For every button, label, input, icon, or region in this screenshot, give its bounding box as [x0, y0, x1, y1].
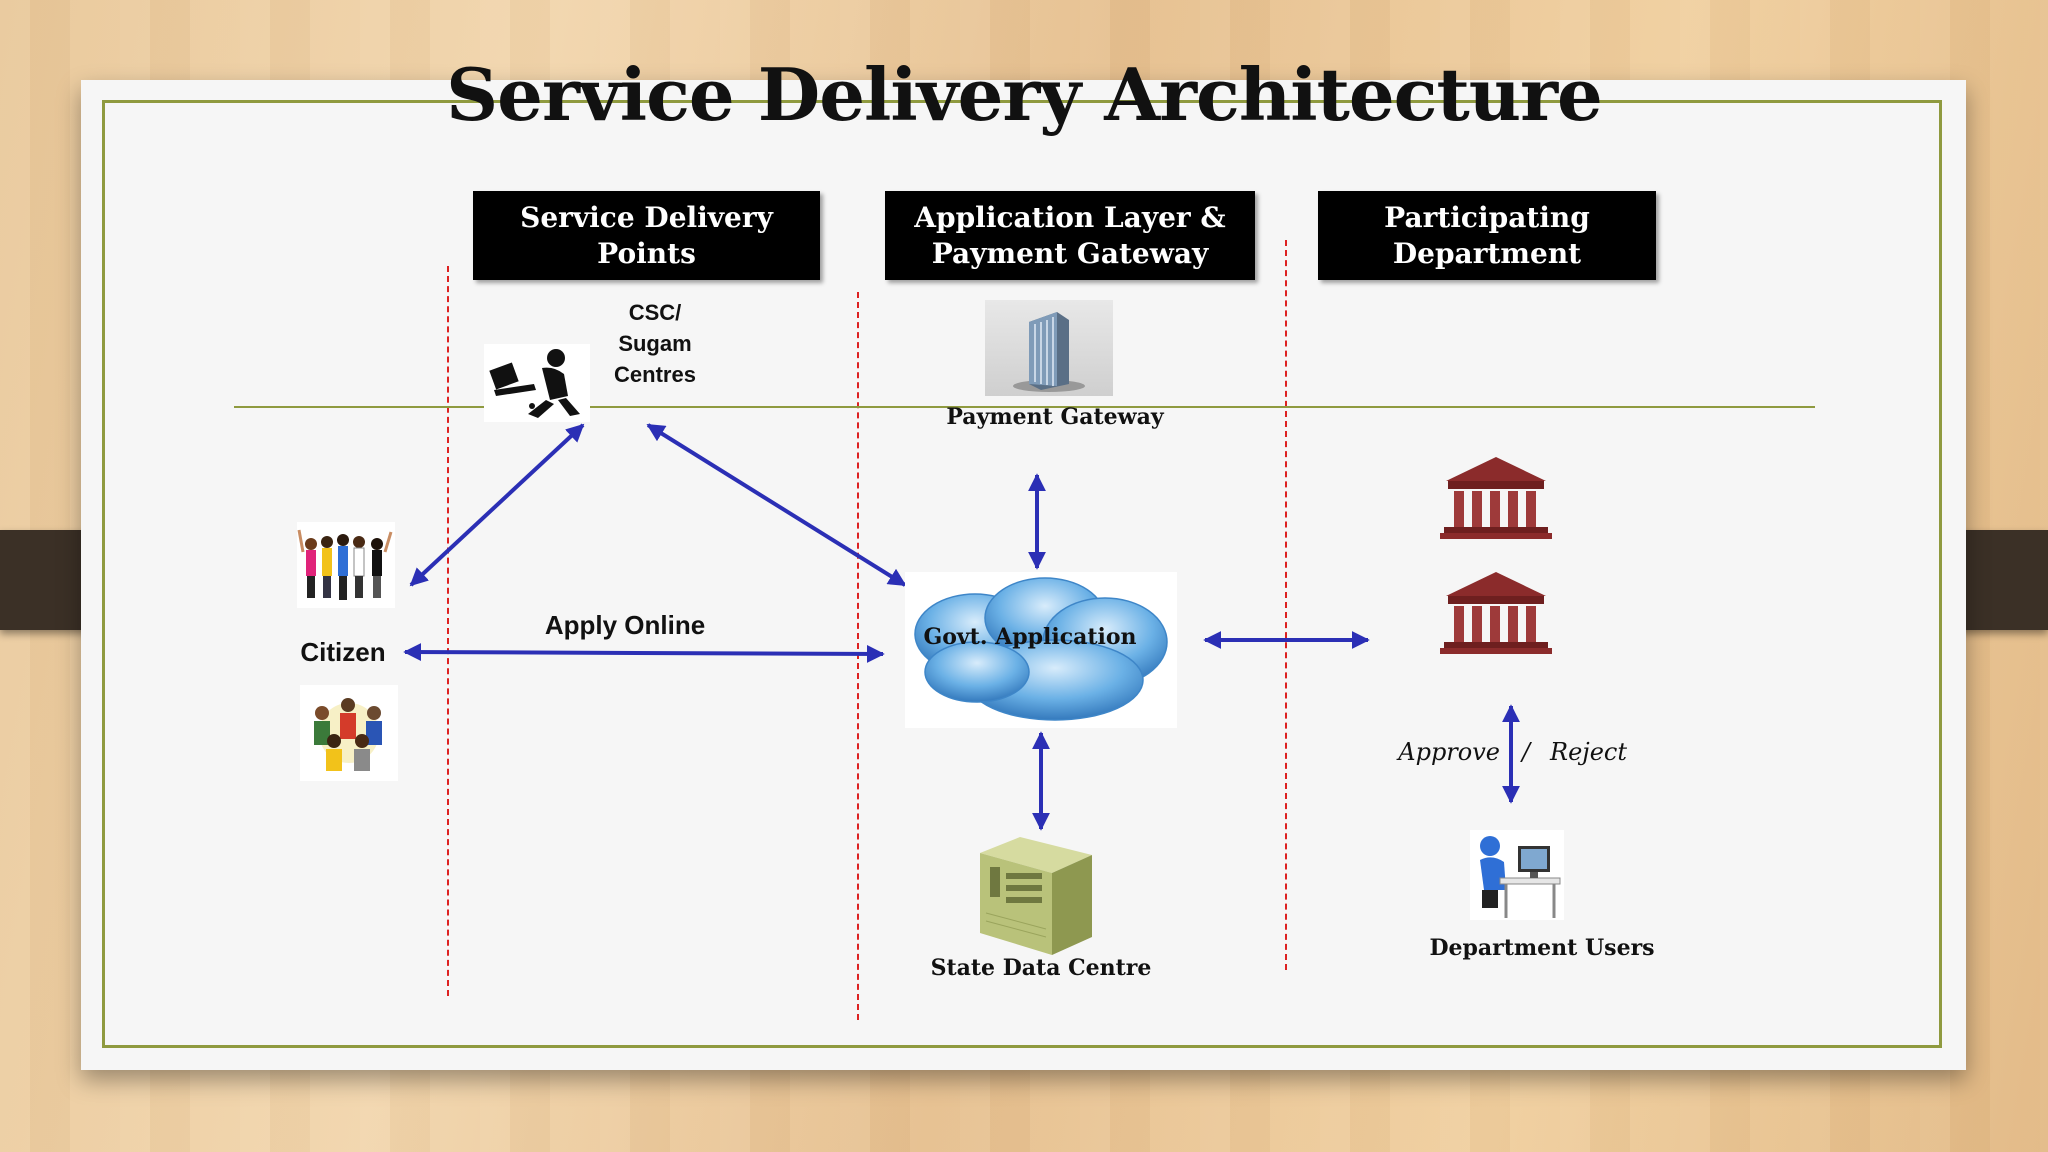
- government-building-icon: [1440, 455, 1552, 541]
- header-application-layer-label: Application Layer & Payment Gateway: [914, 200, 1226, 270]
- crowd-icon: [297, 522, 395, 608]
- department-user-icon: [1470, 830, 1564, 920]
- department-users-label: Department Users: [1429, 935, 1655, 961]
- header-participating-department-label: Participating Department: [1384, 200, 1590, 270]
- page-title: Service Delivery Architecture: [446, 52, 1603, 137]
- arrow-csc-citizen: [409, 423, 585, 587]
- csc-label: CSC/ Sugam Centres: [614, 300, 696, 387]
- server-icon: [972, 833, 1098, 959]
- divider-1: [447, 266, 449, 996]
- divider-3: [1285, 240, 1287, 970]
- team-icon: [300, 685, 398, 781]
- cloud-icon: [905, 572, 1177, 728]
- govt-application-label: Govt. Application: [923, 624, 1137, 650]
- horizontal-rule-left: [234, 406, 484, 408]
- person-at-computer-icon: [484, 344, 590, 422]
- arrow-citizen-cloud: [403, 643, 885, 663]
- citizen-label: Citizen: [300, 637, 386, 667]
- arrow-csc-cloud: [646, 423, 907, 587]
- approve-reject-slash: /: [1521, 738, 1531, 766]
- payment-gateway-label: Payment Gateway: [946, 404, 1164, 430]
- reject-label: Reject: [1550, 738, 1628, 766]
- slide-border: [102, 100, 1942, 1048]
- header-service-delivery-points-label: Service Delivery Points: [520, 200, 773, 270]
- header-service-delivery-points: Service Delivery Points: [473, 191, 820, 280]
- state-data-centre-label: State Data Centre: [930, 955, 1152, 981]
- header-application-layer: Application Layer & Payment Gateway: [885, 191, 1255, 280]
- apply-online-label: Apply Online: [544, 610, 706, 640]
- approve-label: Approve: [1398, 738, 1500, 766]
- office-building-icon: [985, 300, 1113, 396]
- government-building-icon: [1440, 570, 1552, 656]
- horizontal-rule-right: [590, 406, 1815, 408]
- header-participating-department: Participating Department: [1318, 191, 1656, 280]
